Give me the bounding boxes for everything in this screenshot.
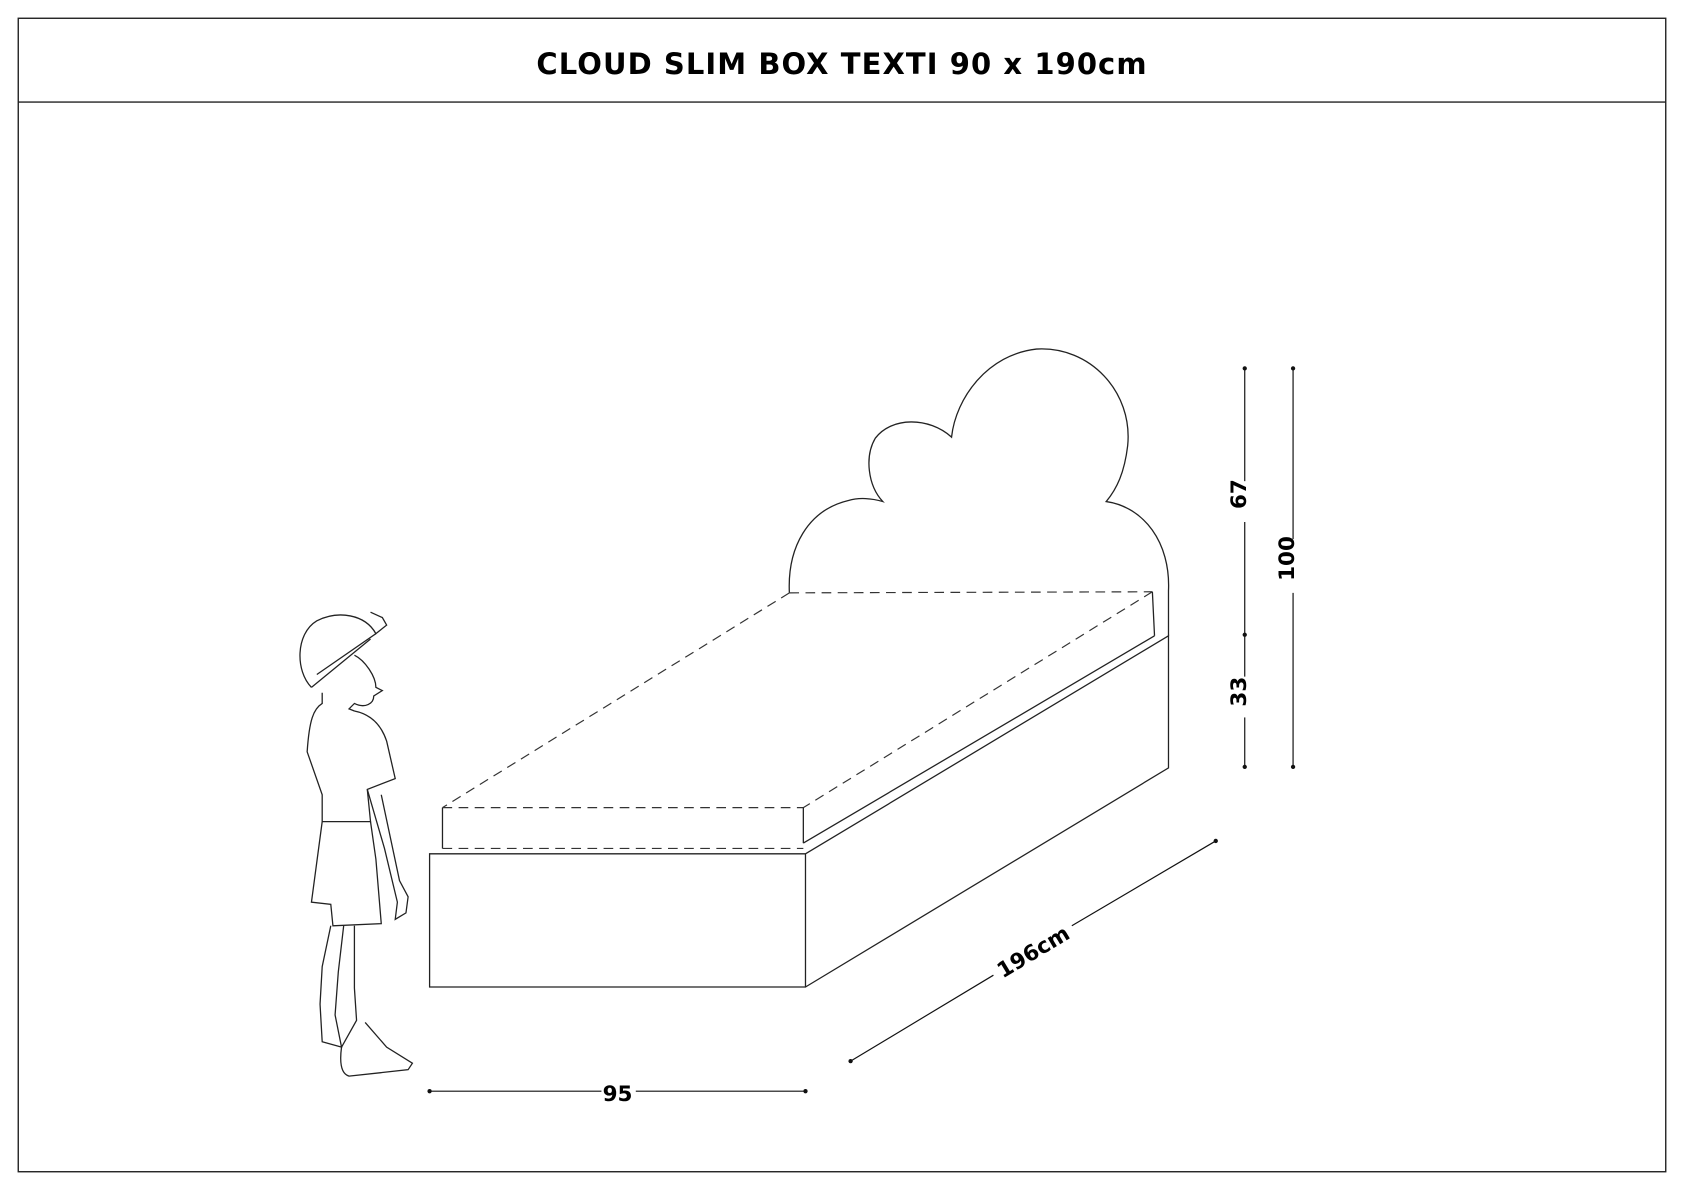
headboard-height-label: 67 xyxy=(1227,479,1252,509)
length-dimension-line-upper xyxy=(1071,840,1217,927)
dimension-end-marker xyxy=(803,1089,808,1094)
length-dimension-line-lower xyxy=(850,974,994,1062)
drawing-title: CLOUD SLIM BOX TEXTI 90 x 190cm xyxy=(536,47,1147,81)
dimension-end-marker xyxy=(1242,632,1247,637)
dimension-end-marker xyxy=(848,1058,853,1064)
dimension-end-marker xyxy=(1290,366,1296,371)
dimension-end-marker xyxy=(427,1089,432,1094)
dimension-end-marker xyxy=(1290,764,1296,769)
bed-base xyxy=(428,634,1170,988)
frame-border xyxy=(17,17,1667,1173)
dimension-end-marker xyxy=(1213,838,1218,844)
total-height-label: 100 xyxy=(1275,536,1300,581)
mattress-sides xyxy=(441,591,1156,849)
length-label: 196cm xyxy=(993,921,1074,984)
dimension-end-marker xyxy=(1242,366,1247,371)
cloud-headboard xyxy=(788,348,1170,636)
mattress-top xyxy=(442,591,1153,809)
dimension-end-marker xyxy=(1242,764,1247,769)
base-height-label: 33 xyxy=(1227,677,1252,707)
child-figure xyxy=(299,611,414,1077)
width-label: 95 xyxy=(603,1082,633,1107)
